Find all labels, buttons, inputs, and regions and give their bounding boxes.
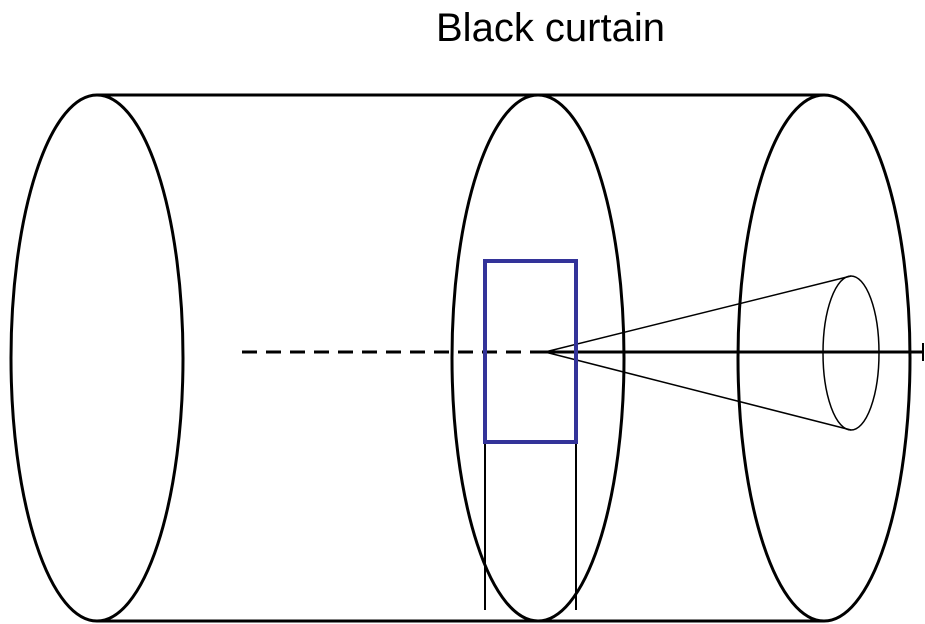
cone-lower-edge bbox=[544, 351, 852, 431]
left-end-ellipse bbox=[9, 93, 185, 623]
diagram-title: Black curtain bbox=[436, 6, 665, 50]
blue-frame bbox=[483, 259, 578, 444]
middle-curtain-ellipse bbox=[450, 93, 626, 623]
right-end-ellipse bbox=[736, 93, 912, 623]
cone-upper-edge bbox=[544, 275, 852, 353]
cone-base-ellipse bbox=[822, 275, 880, 431]
